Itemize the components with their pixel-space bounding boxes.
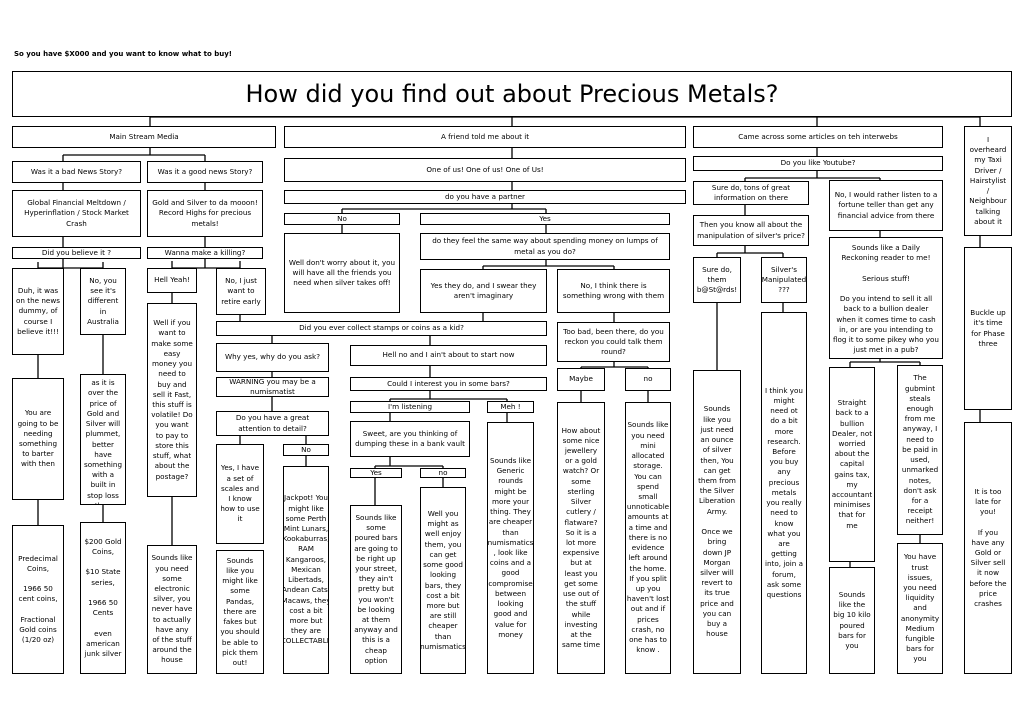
node-overheard: I overheard my Taxi Driver / Hairstylist… bbox=[964, 126, 1012, 236]
node-silvers-manipulated: Silver's Manipulated ??? bbox=[761, 257, 807, 303]
node-different-australia: No, you see it's different in Australia bbox=[80, 268, 126, 335]
page-caption: So you have $X000 and you want to know w… bbox=[14, 50, 232, 58]
node-like-youtube: Do you like Youtube? bbox=[693, 156, 943, 171]
node-dont-worry: Well don't worry about it, you will have… bbox=[284, 233, 400, 313]
node-partner-agrees: Yes they do, and I swear they aren't ima… bbox=[420, 269, 547, 313]
node-vault-no: no bbox=[420, 468, 466, 478]
node-jewellery: How about some nice jewellery or a gold … bbox=[557, 402, 605, 674]
node-make-a-killing: Wanna make a killing? bbox=[147, 247, 263, 259]
node-talk-them-round: Too bad, been there, do you reckon you c… bbox=[557, 322, 670, 362]
node-to-the-moon: Gold and Silver to da mooon! Record High… bbox=[147, 190, 263, 237]
node-meh: Meh ! bbox=[487, 401, 534, 413]
node-vault-yes: Yes bbox=[350, 468, 402, 478]
node-youtube-yes: Sure do, tons of great information on th… bbox=[693, 181, 809, 205]
node-trust-issues: You have trust issues, you need liquidit… bbox=[897, 543, 943, 674]
node-manipulation-question: Then you know all about the manipulation… bbox=[693, 215, 809, 246]
node-daily-reckoning: Sounds like a Daily Reckoning reader to … bbox=[829, 237, 943, 359]
node-meltdown: Global Financial Meltdown / Hyperinflati… bbox=[12, 190, 141, 237]
node-too-late: It is too late for you! If you have any … bbox=[964, 422, 1012, 674]
node-retire-early: No, I just want to retire early bbox=[216, 268, 266, 315]
node-hell-yeah: Hell Yeah! bbox=[147, 268, 197, 293]
node-more-research: I think you might need ot do a bit more … bbox=[761, 312, 807, 674]
node-partner-feel-same: do they feel the same way about spending… bbox=[420, 233, 670, 260]
node-good-news: Was it a good news Story? bbox=[147, 161, 263, 183]
node-predecimal-coins: Predecimal Coins, 1966 50 cent coins, Fr… bbox=[12, 525, 64, 674]
node-easy-money: Well if you want to make some easy money… bbox=[147, 303, 197, 497]
node-bad-news: Was it a bad News Story? bbox=[12, 161, 141, 183]
node-did-you-believe: Did you believe it ? bbox=[12, 247, 141, 259]
node-stop-loss: As soon as it is over the price of Gold … bbox=[80, 374, 126, 505]
node-jackpot-collectable: Jackpot! You might like some Perth Mint … bbox=[283, 466, 329, 674]
node-interest-in-bars: Could I interest you in some bars? bbox=[350, 377, 547, 391]
node-have-partner: do you have a partner bbox=[284, 190, 686, 204]
node-maybe: Maybe bbox=[557, 368, 605, 391]
node-sure-do-manipulated: Sure do, them b@St@rds! bbox=[693, 257, 741, 303]
node-electronic-silver: Sounds like you need some electronic sil… bbox=[147, 545, 197, 674]
node-believe-yes: Duh, it was on the news dummy, of course… bbox=[12, 268, 64, 355]
node-numismatist-warning: WARNING you may be a numismatist bbox=[216, 377, 329, 397]
node-bullion-dealer: Straight back to a bullion Dealer, not w… bbox=[829, 367, 875, 562]
node-generic-rounds: Sounds like Generic rounds might be more… bbox=[487, 422, 534, 674]
node-phase-three: Buckle up it's time for Phase three bbox=[964, 247, 1012, 410]
node-scales: Yes, I have a set of scales and I know h… bbox=[216, 444, 264, 544]
node-friend-told-me: A friend told me about it bbox=[284, 126, 686, 148]
node-poured-bars: Sounds like some poured bars are going t… bbox=[350, 505, 402, 674]
node-bank-vault: Sweet, are you thinking of dumping these… bbox=[350, 421, 470, 457]
node-mini-allocated: Sounds like you need mini allocated stor… bbox=[625, 402, 671, 674]
node-why-yes: Why yes, why do you ask? bbox=[216, 343, 329, 372]
node-partner-no: No bbox=[284, 213, 400, 225]
node-collect-stamps: Did you ever collect stamps or coins as … bbox=[216, 321, 547, 336]
node-silver-liberation-army: Sounds like you just need an ounce of si… bbox=[693, 370, 741, 674]
node-partner-yes: Yes bbox=[420, 213, 670, 225]
node-main-stream-media: Main Stream Media bbox=[12, 126, 276, 148]
node-no-talk: no bbox=[625, 368, 671, 391]
node-gubmint-steals: The gubmint steals enough from me anyway… bbox=[897, 365, 943, 535]
node-good-looking-bars: Well you might as well enjoy them, you c… bbox=[420, 487, 466, 674]
node-gold-coins-200: $200 Gold Coins, $10 State series, 1966 … bbox=[80, 522, 126, 674]
node-barter: You are going to be needing something to… bbox=[12, 378, 64, 500]
node-one-of-us: One of us! One of us! One of Us! bbox=[284, 158, 686, 182]
node-detail-no: No bbox=[283, 444, 329, 456]
node-hell-no-stamps: Hell no and I ain't about to start now bbox=[350, 345, 547, 366]
node-interwebs-articles: Came across some articles on teh interwe… bbox=[693, 126, 943, 148]
node-im-listening: I'm listening bbox=[350, 401, 470, 413]
node-partner-disagrees: No, I think there is something wrong wit… bbox=[557, 269, 670, 313]
node-10-kilo-bars: Sounds like the big 10 kilo poured bars … bbox=[829, 567, 875, 674]
node-attention-detail: Do you have a great attention to detail? bbox=[216, 411, 329, 436]
node-pandas: Sounds like you might like some Pandas, … bbox=[216, 550, 264, 674]
title-box: How did you find out about Precious Meta… bbox=[12, 71, 1012, 117]
node-youtube-no: No, I would rather listen to a fortune t… bbox=[829, 180, 943, 231]
